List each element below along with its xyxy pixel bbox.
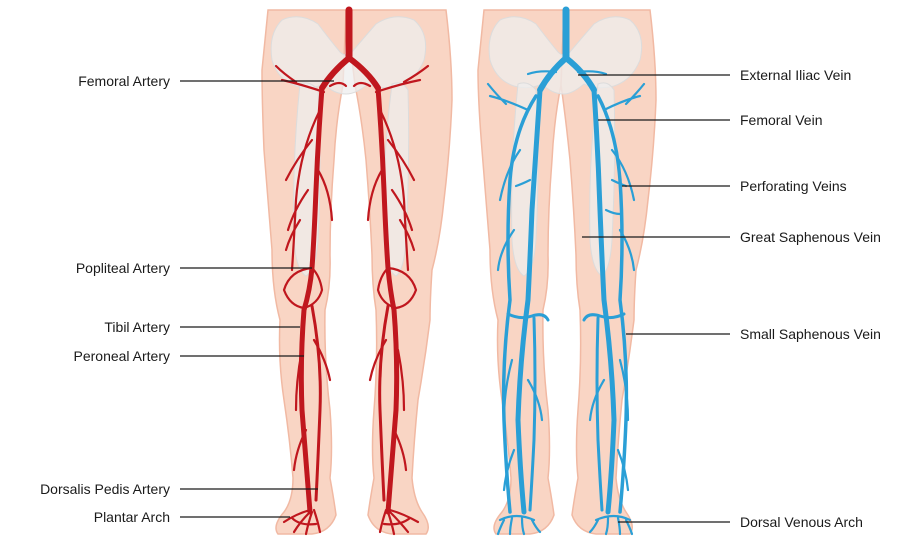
label-peroneal-artery: Peroneal Artery bbox=[74, 348, 171, 364]
veins-figure bbox=[478, 10, 656, 534]
label-small-saphenous-vein: Small Saphenous Vein bbox=[740, 326, 881, 342]
label-tibil-artery: Tibil Artery bbox=[104, 319, 170, 335]
label-popliteal-artery: Popliteal Artery bbox=[76, 260, 170, 276]
arteries-figure bbox=[262, 10, 452, 534]
label-dorsal-venous-arch: Dorsal Venous Arch bbox=[740, 514, 863, 530]
label-femoral-artery: Femoral Artery bbox=[78, 73, 170, 89]
label-great-saphenous-vein: Great Saphenous Vein bbox=[740, 229, 881, 245]
label-femoral-vein: Femoral Vein bbox=[740, 112, 822, 128]
label-perforating-veins: Perforating Veins bbox=[740, 178, 847, 194]
label-dorsalis-pedis-artery: Dorsalis Pedis Artery bbox=[40, 481, 170, 497]
label-plantar-arch: Plantar Arch bbox=[94, 509, 170, 525]
label-external-iliac-vein: External Iliac Vein bbox=[740, 67, 851, 83]
